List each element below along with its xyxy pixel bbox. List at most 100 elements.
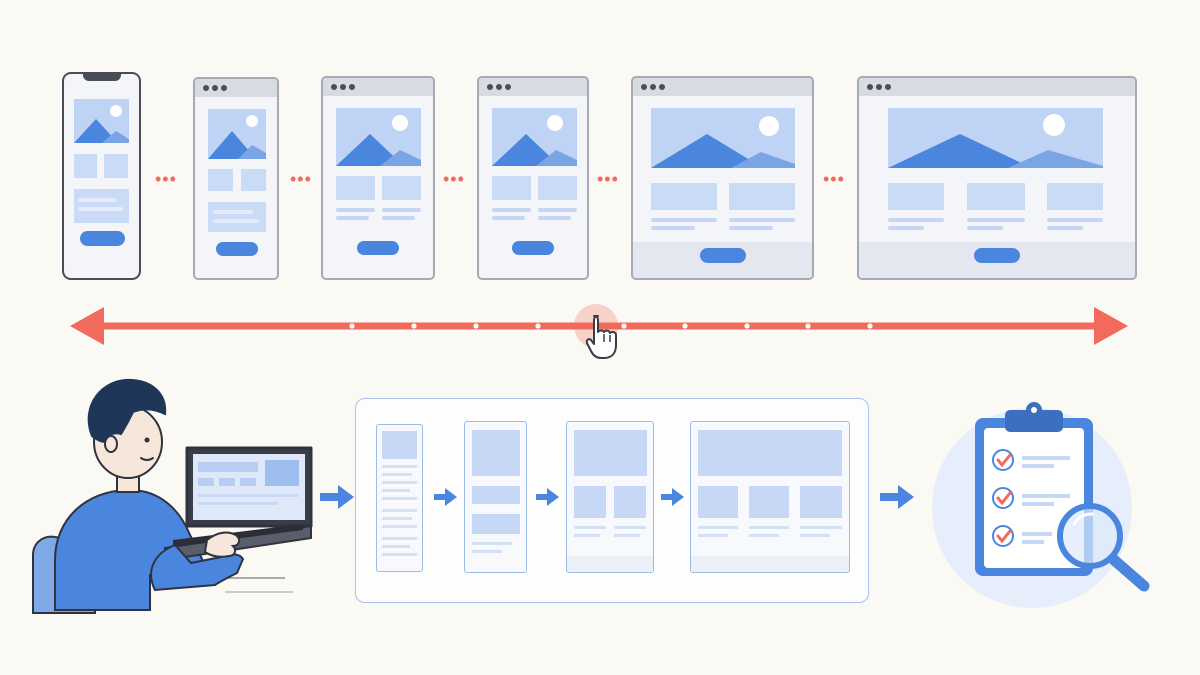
cta-button-placeholder [80, 231, 125, 246]
text-line [888, 218, 944, 222]
separator-dots: ••• [823, 169, 845, 189]
window-dot [212, 85, 218, 91]
window-dot [487, 84, 493, 90]
person-at-laptop-illustration [32, 378, 313, 614]
hero-placeholder [698, 430, 842, 476]
viewport-resize-slider[interactable] [0, 290, 1200, 370]
text-line [967, 226, 1003, 230]
arrow-right-icon [1094, 307, 1128, 345]
window-dot [885, 84, 891, 90]
mountain-image-icon [336, 115, 421, 166]
layout-frame-desktop [690, 421, 850, 573]
cta-button-placeholder [216, 242, 258, 256]
layout-frame-mobile [376, 424, 423, 572]
card-placeholder [74, 154, 97, 178]
hero-placeholder [472, 430, 520, 476]
browser-toolbar [479, 78, 587, 96]
cta-button-placeholder [700, 248, 746, 263]
text-line [78, 207, 123, 211]
browser-mockup-small [193, 77, 279, 280]
window-dot [331, 84, 337, 90]
card-placeholder [538, 176, 577, 200]
mountain-image-icon [208, 115, 266, 159]
hero-placeholder [382, 431, 417, 459]
browser-mockup-tablet [321, 76, 435, 280]
text-line [336, 216, 369, 220]
separator-dots: ••• [597, 169, 619, 189]
card-placeholder [492, 176, 531, 200]
footer-band [691, 556, 849, 572]
blue-arrow-icon [434, 488, 457, 506]
hero-image-placeholder [208, 109, 266, 159]
mountain-image-icon [74, 105, 129, 143]
card-placeholder [104, 154, 128, 178]
card-placeholder [336, 176, 375, 200]
text-line [382, 208, 421, 212]
text-line [213, 219, 259, 223]
hero-image-placeholder [336, 108, 421, 166]
window-dot [867, 84, 873, 90]
browser-toolbar [859, 78, 1135, 96]
separator-dots: ••• [443, 169, 465, 189]
blue-arrow-icon [536, 488, 559, 506]
pointer-hand-icon[interactable] [585, 315, 617, 359]
text-line [538, 208, 577, 212]
separator-dots: ••• [155, 169, 177, 189]
cta-button-placeholder [974, 248, 1020, 263]
browser-toolbar [195, 79, 277, 97]
browser-mockup-desktop [857, 76, 1137, 280]
card-placeholder [800, 486, 842, 518]
layout-frame-tablet-portrait [464, 421, 527, 573]
arrow-left-icon [70, 307, 104, 345]
mountain-image-icon [492, 115, 577, 166]
window-dot [659, 84, 665, 90]
magnifier-icon [1057, 503, 1150, 592]
mountain-image-icon [651, 116, 795, 168]
text-block-placeholder [208, 202, 266, 232]
card-placeholder [614, 486, 646, 518]
cta-button-placeholder [512, 241, 554, 255]
qa-checklist-illustration [932, 402, 1150, 608]
window-dot [340, 84, 346, 90]
window-dot [349, 84, 355, 90]
window-dot [641, 84, 647, 90]
card-placeholder [651, 183, 717, 210]
card-placeholder [382, 176, 421, 200]
hero-image-placeholder [651, 108, 795, 168]
text-line [1047, 226, 1083, 230]
text-line [78, 198, 116, 202]
card-placeholder [472, 486, 520, 504]
text-line [967, 218, 1025, 222]
blue-arrow-icon [661, 488, 684, 506]
card-placeholder [208, 169, 233, 191]
text-line [1047, 218, 1103, 222]
text-line [492, 208, 531, 212]
browser-mockup-tablet-wide [477, 76, 589, 280]
window-dot [203, 85, 209, 91]
card-placeholder [574, 486, 606, 518]
separator-dots: ••• [290, 169, 312, 189]
text-block-placeholder [74, 189, 129, 223]
text-line [729, 226, 773, 230]
text-line [651, 218, 717, 222]
hero-image-placeholder [888, 108, 1103, 168]
text-line [729, 218, 795, 222]
window-dot [496, 84, 502, 90]
cta-button-placeholder [357, 241, 399, 255]
mountain-image-icon [888, 114, 1103, 168]
blue-arrow-icon [880, 485, 914, 509]
card-placeholder [1047, 183, 1103, 210]
window-dot [876, 84, 882, 90]
slider-ticks [349, 323, 873, 329]
text-line [213, 210, 253, 214]
window-dot [505, 84, 511, 90]
footer-band [567, 556, 653, 572]
card-placeholder [749, 486, 789, 518]
text-line [336, 208, 375, 212]
card-placeholder [729, 183, 795, 210]
browser-toolbar [633, 78, 812, 96]
text-line [492, 216, 525, 220]
phone-mockup [62, 72, 141, 280]
window-dot [650, 84, 656, 90]
card-placeholder [472, 514, 520, 534]
